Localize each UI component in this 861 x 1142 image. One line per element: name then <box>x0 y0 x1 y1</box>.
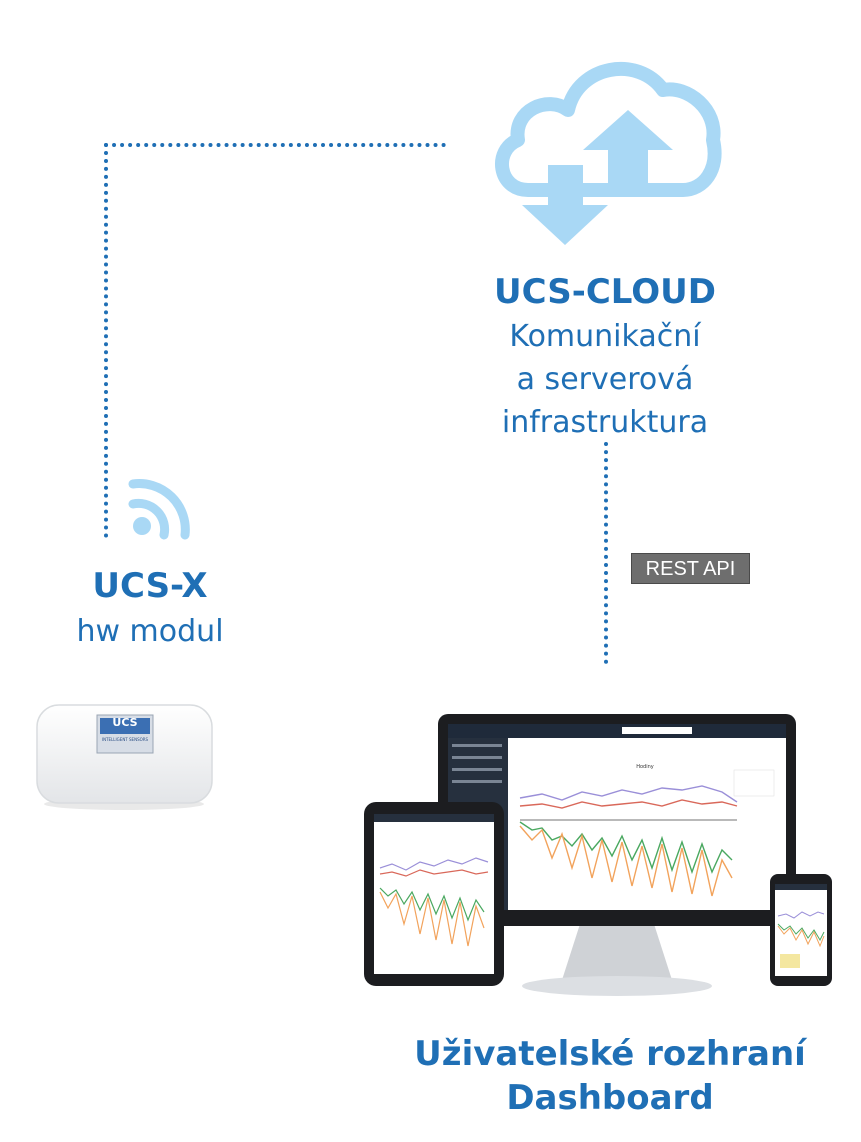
device-label: UCS <box>112 716 138 729</box>
cloud-desc-line-2: a serverová <box>516 362 694 397</box>
wifi-signal-icon <box>128 479 190 540</box>
phone-device <box>770 874 832 986</box>
cloud-upload-download-icon <box>495 62 722 245</box>
tablet-device <box>364 802 504 986</box>
connector-top <box>104 143 446 147</box>
monitor-chart-title: Hodiny <box>636 764 654 770</box>
hw-module-device <box>36 704 213 810</box>
module-desc: hw modul <box>76 614 224 649</box>
dashboard-title-line-1: Uživatelské rozhraní <box>414 1034 806 1074</box>
desktop-monitor <box>438 714 796 996</box>
connector-cloud-dashboard <box>604 442 608 664</box>
cloud-desc-line-3: infrastruktura <box>501 405 709 440</box>
rest-api-badge: REST API <box>631 553 750 584</box>
dashboard-title-line-2: Dashboard <box>506 1078 714 1118</box>
module-title: UCS-X <box>92 566 208 606</box>
connector-left <box>104 143 108 538</box>
cloud-title: UCS-CLOUD <box>494 272 716 312</box>
device-sublabel: INTELLIGENT SENSORS <box>101 737 149 742</box>
cloud-desc-line-1: Komunikační <box>509 319 701 354</box>
